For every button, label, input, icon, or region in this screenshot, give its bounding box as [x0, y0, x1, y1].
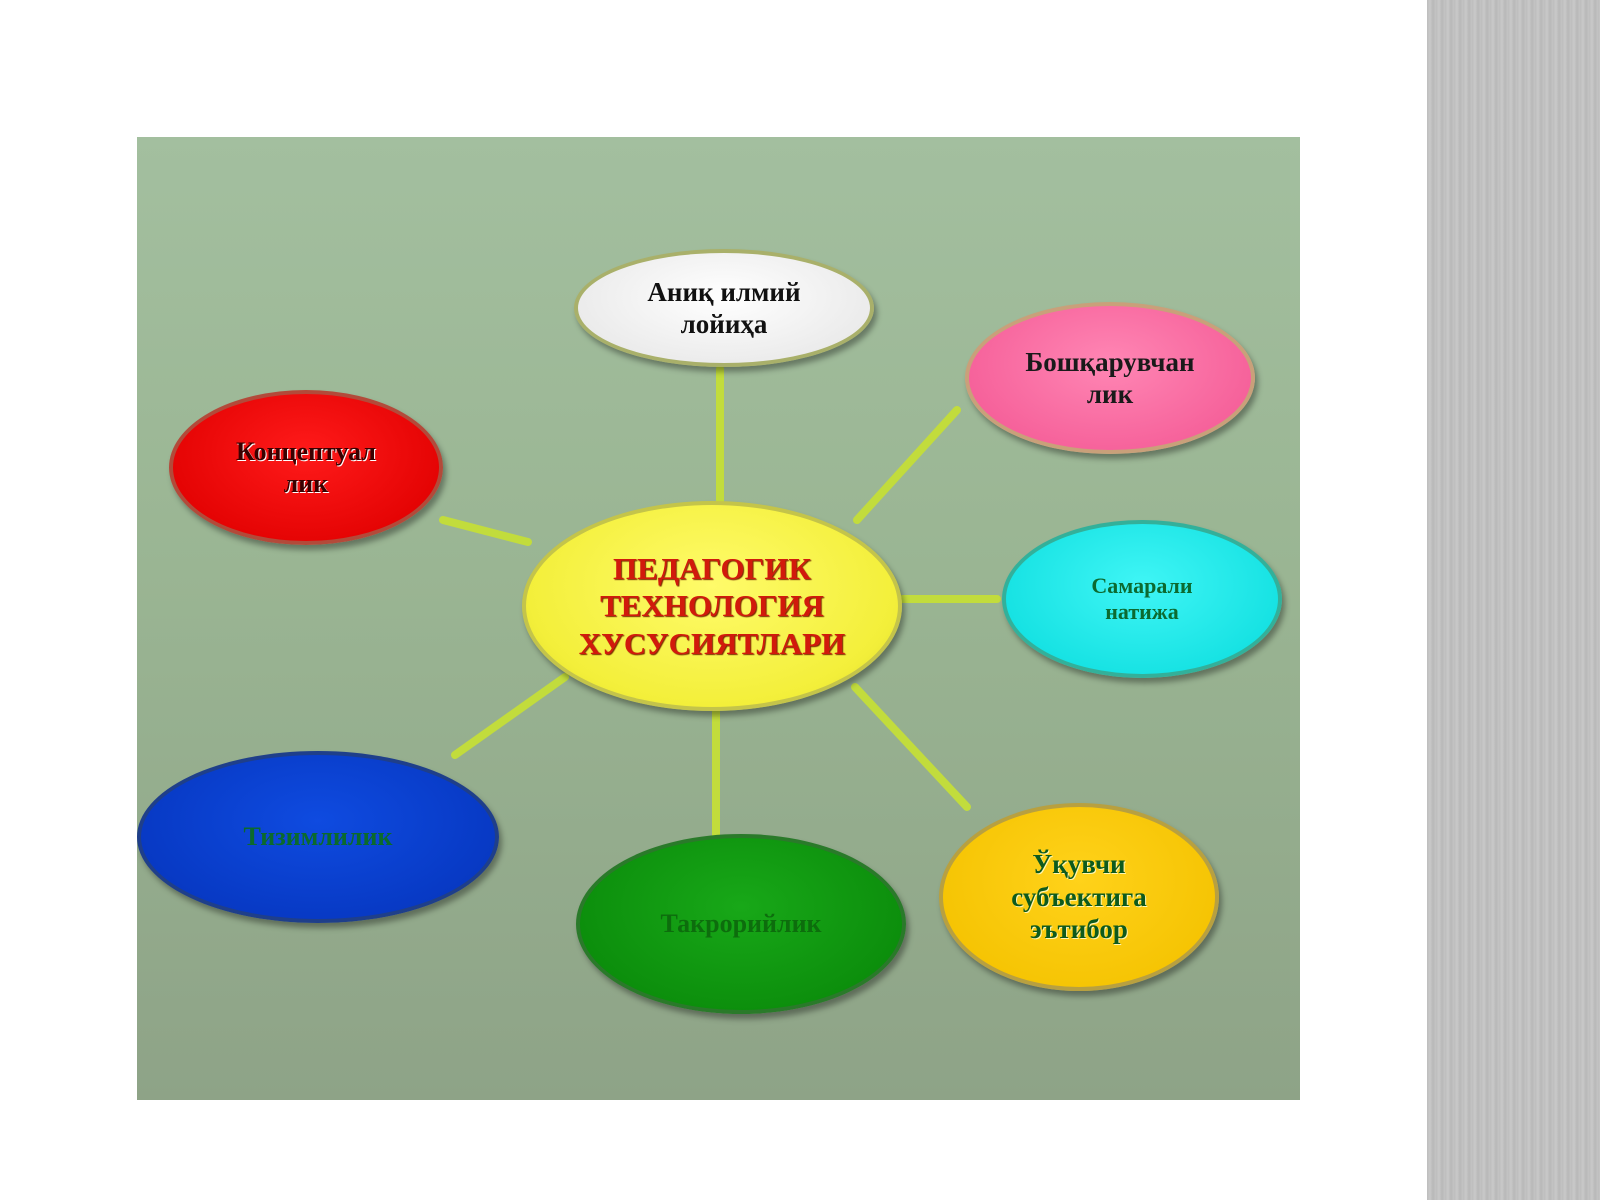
node-systematicity: Тизимлилик — [137, 751, 499, 923]
node-conceptuality: Концептуал лик — [169, 390, 443, 545]
center-label: ПЕДАГОГИК ТЕХНОЛОГИЯ ХУСУСИЯТЛАРИ — [578, 551, 846, 661]
node-center-pedagogical-technology: ПЕДАГОГИК ТЕХНОЛОГИЯ ХУСУСИЯТЛАРИ — [522, 501, 902, 711]
node-label: Такрорийлик — [660, 909, 822, 939]
node-label: Самарали натижа — [1091, 572, 1193, 624]
node-label: Ўқувчи субъектига эътибор — [1011, 849, 1147, 945]
node-student-subject-attention: Ўқувчи субъектига эътибор — [939, 803, 1219, 991]
node-label: Концептуал лик — [236, 437, 376, 498]
node-precise-scientific-project: Аниқ илмий лойиҳа — [574, 249, 874, 367]
connector-red — [439, 516, 532, 546]
connector-lines — [439, 365, 1001, 841]
pedagogical-technology-diagram: Аниқ илмий лойиҳа Бошқарувчан лик Концеп… — [137, 137, 1300, 1100]
connector-pink — [853, 406, 961, 524]
node-effective-result: Самарали натижа — [1002, 520, 1282, 678]
node-label: Аниқ илмий лойиҳа — [647, 276, 801, 339]
node-label: Тизимлилик — [243, 822, 393, 852]
node-label: Бошқарувчан лик — [1025, 346, 1195, 409]
connector-blue — [451, 673, 569, 759]
node-manageability: Бошқарувчан лик — [965, 302, 1255, 454]
connector-yellow — [851, 683, 971, 811]
side-decorative-strip — [1427, 0, 1600, 1200]
node-reproducibility: Такрорийлик — [576, 834, 906, 1014]
